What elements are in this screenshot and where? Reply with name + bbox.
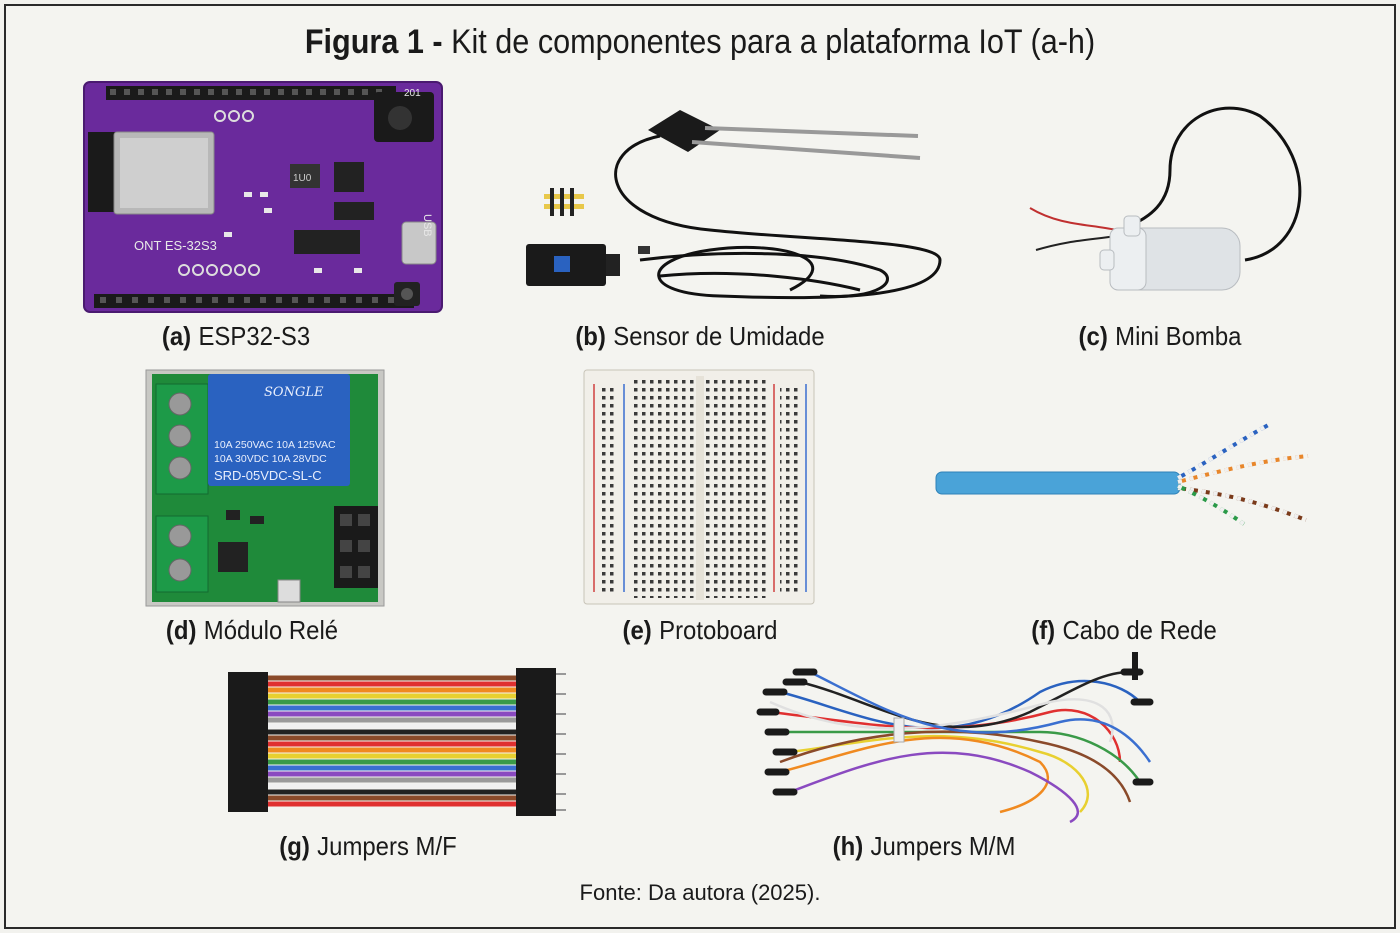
caption-c-letter: (c) [1078,321,1108,351]
caption-h-letter: (h) [832,831,864,861]
caption-c: (c)Mini Bomba [1079,320,1242,352]
figure-source: Fonte: Da autora (2025). [579,880,821,905]
caption-g-name: Jumpers M/F [317,831,457,861]
caption-h: (h)Jumpers M/M [833,830,1016,862]
mini-pump-image [1020,100,1320,300]
jumpers-mm-image [740,652,1170,828]
board-usb-text: USB [421,214,433,237]
relay-rating-line2: 10A 30VDC 10A 28VDC [214,453,327,465]
relay-model-text: SRD-05VDC-SL-C [214,468,322,483]
board-inductor-text: 1U0 [293,173,312,184]
relay-rating-line1: 10A 250VAC 10A 125VAC [214,439,336,451]
relay-module-image: SONGLE 10A 250VAC 10A 125VAC 10A 30VDC 1… [145,369,386,608]
esp32-board-image: ONT ES-32⁠S3 USB 201 1U0 [83,81,444,314]
caption-e-name: Protoboard [659,615,778,645]
moisture-sensor-image [520,100,942,310]
relay-brand-text: SONGLE [264,385,324,400]
caption-f-name: Cabo de Rede [1062,615,1217,645]
caption-d: (d)Módulo Relé [166,614,338,646]
caption-g: (g)Jumpers M/F [279,830,456,862]
caption-h-name: Jumpers M/M [870,831,1016,861]
caption-a-letter: (a) [161,321,192,351]
caption-a-name: ESP32-S3 [198,321,311,351]
board-corner-text: 201 [404,88,421,99]
caption-e-letter: (e) [622,615,652,645]
caption-b: (b)Sensor de Umidade [575,320,824,352]
jumpers-mf-image [214,664,570,824]
caption-f-letter: (f) [1031,615,1056,645]
protoboard-image [583,369,816,606]
caption-a: (a)ESP32-S3 [162,320,310,352]
caption-d-name: Módulo Relé [203,615,339,645]
caption-b-name: Sensor de Umidade [613,321,825,351]
caption-c-name: Mini Bomba [1115,321,1242,351]
caption-e: (e)Protoboard [623,614,778,646]
network-cable-image [934,414,1314,534]
caption-g-letter: (g) [279,831,310,861]
caption-f: (f)Cabo de Rede [1031,614,1217,646]
figure-title-text: Kit de componentes para a plataforma IoT… [451,23,1096,61]
caption-b-letter: (b) [575,321,606,351]
board-model-text: ONT ES-32⁠S3 [134,238,217,253]
figure-title: Figura 1 - Kit de componentes para a pla… [70,20,1330,64]
caption-d-letter: (d) [165,615,197,645]
figure-label: Figura 1 - [304,23,443,61]
